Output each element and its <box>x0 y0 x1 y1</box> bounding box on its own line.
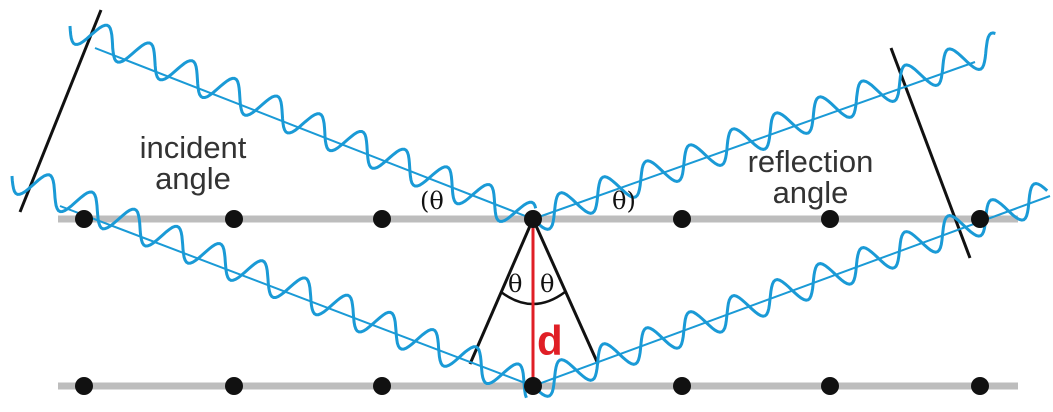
incident-wave-lower <box>10 173 528 399</box>
incident-ray-lower <box>59 205 534 387</box>
incident-angle-label: incident angle <box>118 132 268 194</box>
incident-label-line1: incident <box>139 130 247 165</box>
atom <box>373 377 391 395</box>
reflected-wave-lower <box>531 181 1049 398</box>
incident-wave-upper <box>68 23 538 223</box>
atom <box>821 377 839 395</box>
reflected-wave-upper <box>531 31 996 231</box>
atom <box>821 210 839 228</box>
atom <box>524 210 542 228</box>
theta-incident-label: (θ <box>420 187 444 215</box>
atom <box>673 210 691 228</box>
lower-atom-row <box>75 377 989 395</box>
upper-atom-row <box>75 210 989 228</box>
reflected-ray-upper <box>532 61 976 220</box>
theta-lower-left-label: θ <box>508 270 523 298</box>
atom <box>971 377 989 395</box>
reflection-angle-label: reflection angle <box>728 146 893 208</box>
atom <box>673 377 691 395</box>
theta-lower-right-label: θ <box>540 270 555 298</box>
incident-label-line2: angle <box>155 161 231 196</box>
atom <box>75 377 93 395</box>
theta-reflection-label: θ) <box>612 187 636 215</box>
reflection-label-line1: reflection <box>747 144 874 179</box>
incident-wavefront-line <box>18 9 103 213</box>
reflection-label-line2: angle <box>772 175 849 210</box>
atom <box>225 210 243 228</box>
atom <box>75 210 93 228</box>
atom <box>524 377 542 395</box>
reflected-wavefront-line <box>889 47 972 259</box>
right-construction-line <box>531 218 600 365</box>
atom <box>225 377 243 395</box>
spacing-d-label: d <box>537 317 563 364</box>
atom <box>971 210 989 228</box>
atom <box>373 210 391 228</box>
